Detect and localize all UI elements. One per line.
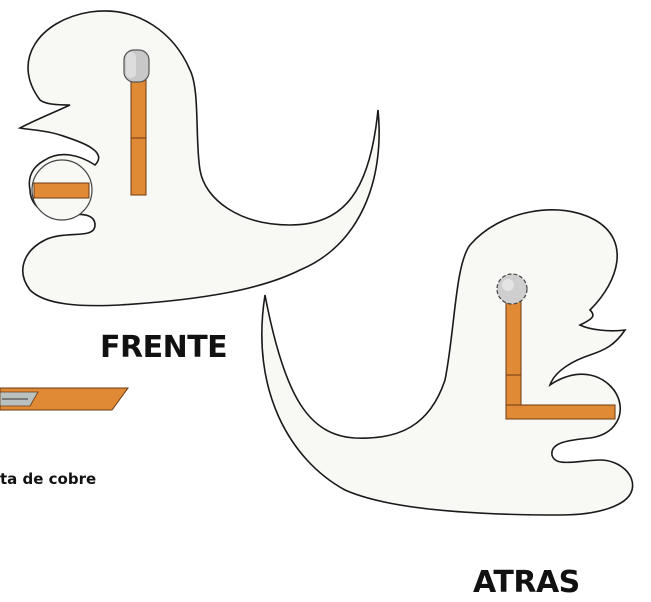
back-led-icon: [496, 273, 528, 305]
led-icon: [123, 49, 150, 83]
front-copper-horizontal: [33, 182, 90, 199]
back-dinosaur-outline: [261, 209, 634, 516]
back-copper-vertical: [505, 299, 522, 406]
copper-tape-icon: [0, 387, 129, 411]
back-copper-horizontal: [505, 404, 616, 420]
front-dinosaur-outline: [17, 10, 380, 307]
front-dinosaur: [17, 10, 380, 307]
front-label: FRENTE: [100, 330, 228, 365]
back-label: ATRAS: [473, 565, 580, 600]
front-copper-vertical: [130, 77, 147, 196]
back-dinosaur: [261, 209, 634, 516]
copper-tape-label: ta de cobre: [0, 470, 97, 488]
